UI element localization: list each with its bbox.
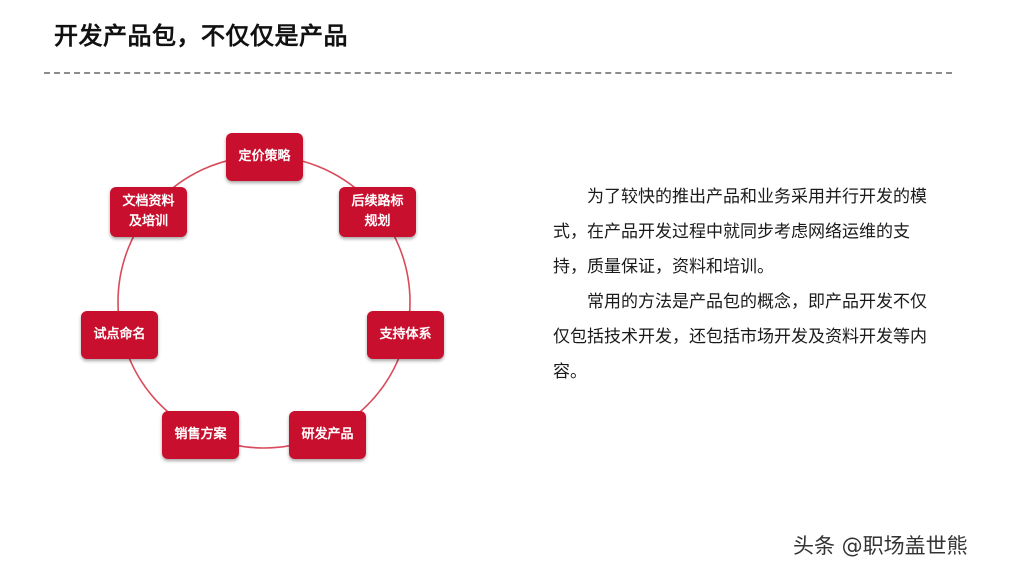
description-paragraph: 常用的方法是产品包的概念，即产品开发不仅仅包括技术开发，还包括市场开发及资料开发…	[553, 292, 927, 382]
watermark: 头条 @职场盖世熊	[793, 534, 968, 558]
cycle-node-docs-training: 文档资料 及培训	[110, 187, 187, 237]
cycle-node-roadmap-planning: 后续路标 规划	[339, 187, 416, 237]
title-divider	[44, 72, 952, 74]
cycle-node-pilot-naming: 试点命名	[81, 311, 158, 359]
description-paragraph: 为了较快的推出产品和业务采用并行开发的模式，在产品开发过程中就同步考虑网络运维的…	[553, 187, 927, 277]
cycle-node-support-system: 支持体系	[367, 311, 444, 359]
cycle-node-rd-product: 研发产品	[289, 411, 366, 459]
slide-title: 开发产品包，不仅仅是产品	[54, 22, 348, 50]
description-text: 为了较快的推出产品和业务采用并行开发的模式，在产品开发过程中就同步考虑网络运维的…	[553, 180, 933, 390]
cycle-node-pricing-strategy: 定价策略	[226, 133, 303, 181]
cycle-node-sales-plan: 销售方案	[162, 411, 239, 459]
